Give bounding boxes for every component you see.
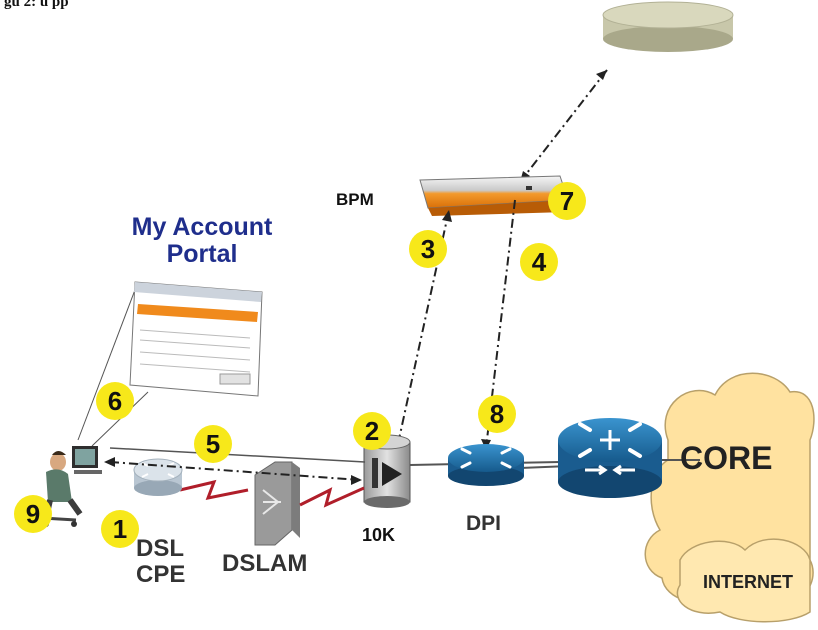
step-badge-5: 5 [194, 425, 232, 463]
portal-title-line1: My Account [131, 213, 273, 241]
portal-screenshot [129, 281, 263, 397]
step-badge-2: 2 [353, 412, 391, 450]
tenk-label: 10K [362, 525, 396, 545]
step-badge-1: 1 [101, 510, 139, 548]
step-badge-3: 3 [409, 230, 447, 268]
step-badge-7: 7 [548, 182, 586, 220]
portal-title-line2: Portal [166, 240, 238, 268]
core-router-icon [558, 418, 662, 498]
dpi-router-icon [448, 444, 524, 486]
core-label: CORE [680, 440, 773, 476]
dslam-tenk-line [299, 486, 365, 508]
cpe-label: CPE [136, 561, 186, 588]
step-badge-6: 6 [96, 382, 134, 420]
internet-cloud-icon [676, 538, 811, 623]
step-badge-4: 4 [520, 243, 558, 281]
dsl-cpe-label: DSL CPE [136, 536, 185, 588]
portal-zoom-line-a [77, 281, 139, 441]
figure-caption: gu 2: u pp [4, 0, 69, 10]
dslam-label: DSLAM [222, 550, 308, 577]
user-tenk-solid [109, 447, 366, 463]
bpm-dpi-link [485, 199, 516, 449]
db-bpm-link [519, 69, 608, 183]
user-tenk-link [109, 461, 361, 481]
dpi-label: DPI [466, 512, 502, 535]
step-badge-8: 8 [478, 395, 516, 433]
dsl-cpe-icon [133, 458, 183, 496]
internet-label: INTERNET [703, 572, 793, 592]
portal-title: My Account Portal [122, 214, 282, 268]
database-icon [602, 1, 734, 52]
bpm-appliance-icon [419, 175, 569, 216]
dslam-icon [254, 461, 300, 546]
step-badge-9: 9 [14, 495, 52, 533]
dsl-label: DSL [136, 535, 184, 562]
bpm-label: BPM [336, 190, 374, 209]
cpe-dslam-line [179, 479, 249, 501]
